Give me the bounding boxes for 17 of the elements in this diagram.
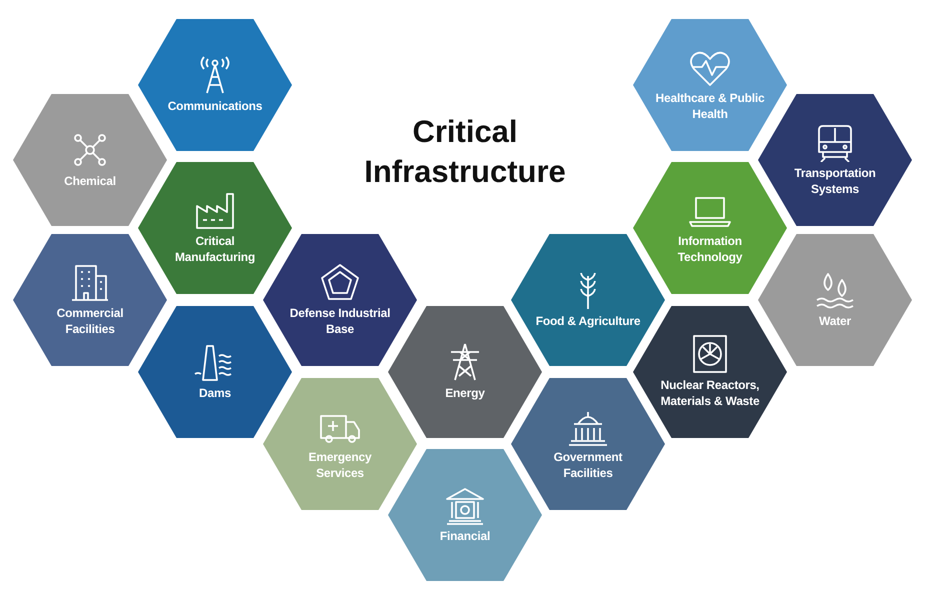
sector-label: Transportation Systems: [793, 166, 877, 198]
sector-label: Communications: [168, 99, 262, 115]
sector-label: Government Facilities: [552, 450, 624, 482]
sector-label: Commercial Facilities: [56, 306, 124, 338]
sector-label: Chemical: [64, 174, 116, 190]
sector-label: Financial: [440, 529, 490, 545]
sector-label: Energy: [445, 386, 485, 402]
sector-label: Water: [819, 314, 851, 330]
sector-label: Critical Manufacturing: [174, 234, 256, 266]
sector-label: Emergency Services: [308, 450, 372, 482]
sector-label: Food & Agriculture: [536, 314, 640, 330]
sector-label: Defense Industrial Base: [288, 306, 392, 338]
sector-label: Healthcare & Public Health: [654, 91, 766, 123]
sector-label: Nuclear Reactors, Materials & Waste: [660, 378, 760, 410]
sector-label: Information Technology: [676, 234, 744, 266]
diagram-title: Critical Infrastructure: [363, 113, 567, 192]
sector-label: Dams: [199, 386, 231, 402]
